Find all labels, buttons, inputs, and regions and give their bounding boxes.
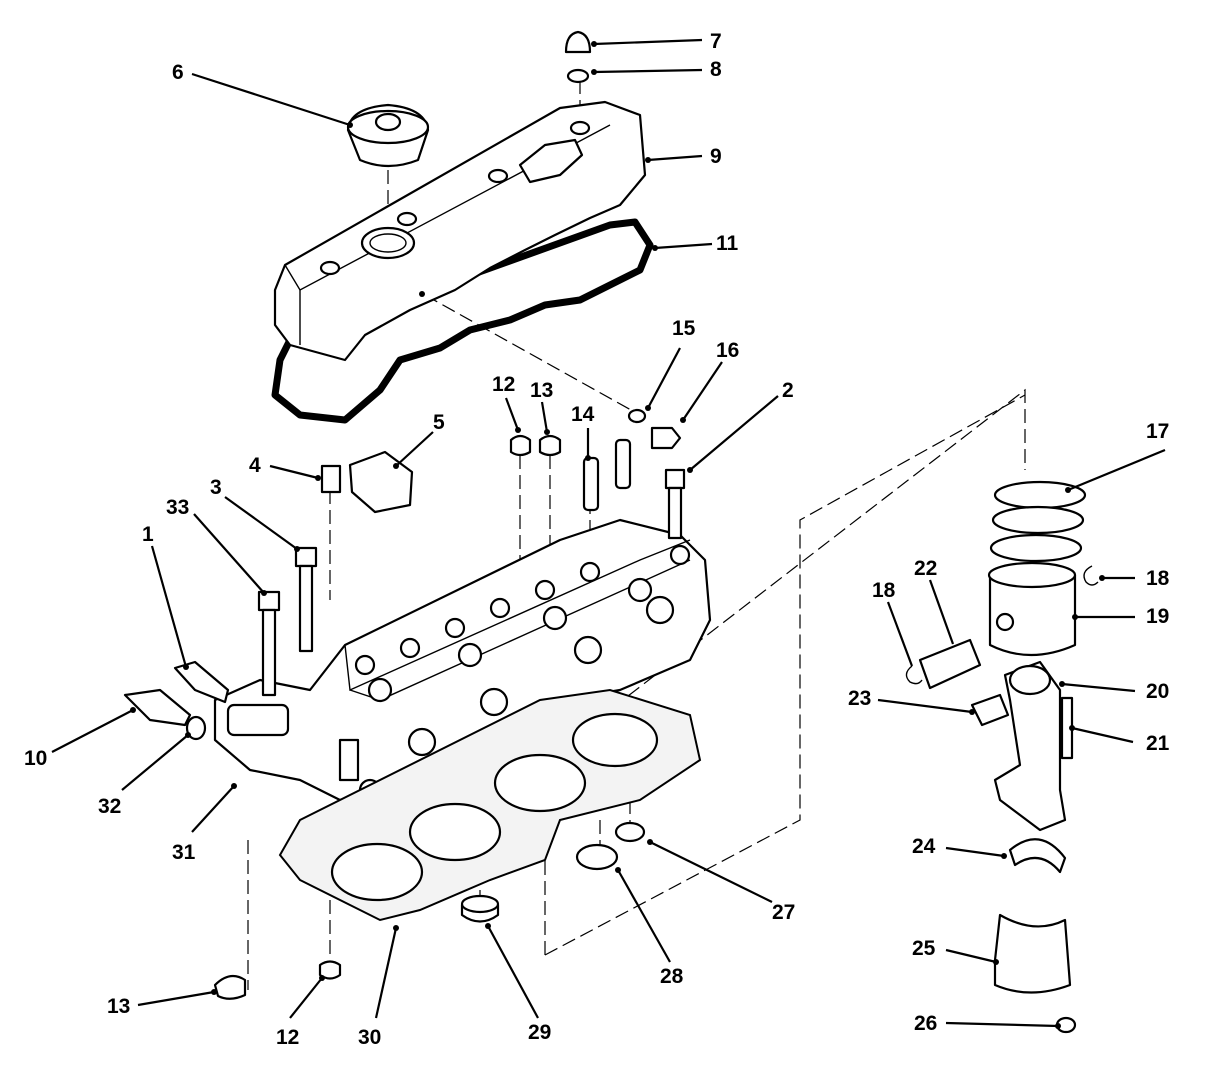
callout-28: 28 xyxy=(660,965,684,988)
connecting-rod xyxy=(993,660,1067,832)
callout-3: 3 xyxy=(210,476,222,499)
callout-12-lower: 12 xyxy=(276,1026,300,1049)
callout-11: 11 xyxy=(716,232,739,255)
cap-nut xyxy=(564,30,592,54)
callout-13-upper: 13 xyxy=(530,379,554,402)
washer-32 xyxy=(185,715,207,741)
callout-19: 19 xyxy=(1146,605,1170,628)
callout-33: 33 xyxy=(166,496,190,519)
callout-12-upper: 12 xyxy=(492,373,516,396)
head-gasket xyxy=(278,688,702,922)
rocker-cover xyxy=(273,100,647,362)
plug-13-lower xyxy=(213,974,247,1000)
piston-rings xyxy=(989,480,1087,563)
circlip-18-right xyxy=(1083,565,1099,586)
callout-4: 4 xyxy=(249,454,261,477)
piston-pin-22 xyxy=(918,638,982,690)
callout-14: 14 xyxy=(571,403,595,426)
callout-18-right: 18 xyxy=(1146,567,1170,590)
callout-8: 8 xyxy=(710,58,722,81)
seal-ring-27 xyxy=(614,821,646,843)
piston xyxy=(987,561,1077,657)
callout-9: 9 xyxy=(710,145,722,168)
banjo-bolt-16 xyxy=(650,426,682,450)
washer-15 xyxy=(627,408,647,424)
callout-24: 24 xyxy=(912,835,936,858)
leader-lines xyxy=(51,38,1166,1029)
bearing-cap-25 xyxy=(993,913,1072,994)
callout-32: 32 xyxy=(98,795,122,818)
bolt-2 xyxy=(664,468,686,540)
callout-15: 15 xyxy=(672,317,696,340)
bolt-33 xyxy=(257,590,281,697)
circlip-18-left xyxy=(905,665,923,685)
callout-26: 26 xyxy=(914,1012,938,1035)
plug-13-upper xyxy=(538,434,562,457)
bolt-3 xyxy=(294,546,318,653)
callout-31: 31 xyxy=(172,841,196,864)
callout-27: 27 xyxy=(772,901,796,924)
callout-29: 29 xyxy=(528,1021,552,1044)
callout-2: 2 xyxy=(782,379,794,402)
union-fitting-4 xyxy=(320,464,342,494)
bearing-shell-24 xyxy=(1008,838,1067,874)
callout-25: 25 xyxy=(912,937,936,960)
callout-5: 5 xyxy=(433,411,445,434)
callout-10: 10 xyxy=(24,747,48,770)
callout-16: 16 xyxy=(716,339,740,362)
callout-23: 23 xyxy=(848,687,872,710)
callout-1: 1 xyxy=(142,523,154,546)
sender-10 xyxy=(123,688,192,727)
valve-guide xyxy=(614,438,632,490)
seal-ring-28 xyxy=(575,843,619,871)
callout-22: 22 xyxy=(914,557,938,580)
sensor-1 xyxy=(173,660,230,704)
rocker-cover-gasket xyxy=(271,218,654,424)
small-end-bushing-23 xyxy=(970,693,1010,727)
callout-7: 7 xyxy=(710,30,722,53)
plug-12-upper xyxy=(509,434,532,457)
callout-13-lower: 13 xyxy=(107,995,131,1018)
oil-filler-cap xyxy=(346,103,430,168)
callout-6: 6 xyxy=(172,61,184,84)
valve-guide-14 xyxy=(582,456,600,512)
callout-21: 21 xyxy=(1146,732,1170,755)
callout-18-left: 18 xyxy=(872,579,896,602)
sealing-washer xyxy=(566,68,590,84)
callout-17: 17 xyxy=(1146,420,1170,443)
callout-20: 20 xyxy=(1146,680,1170,703)
callout-30: 30 xyxy=(358,1026,382,1049)
